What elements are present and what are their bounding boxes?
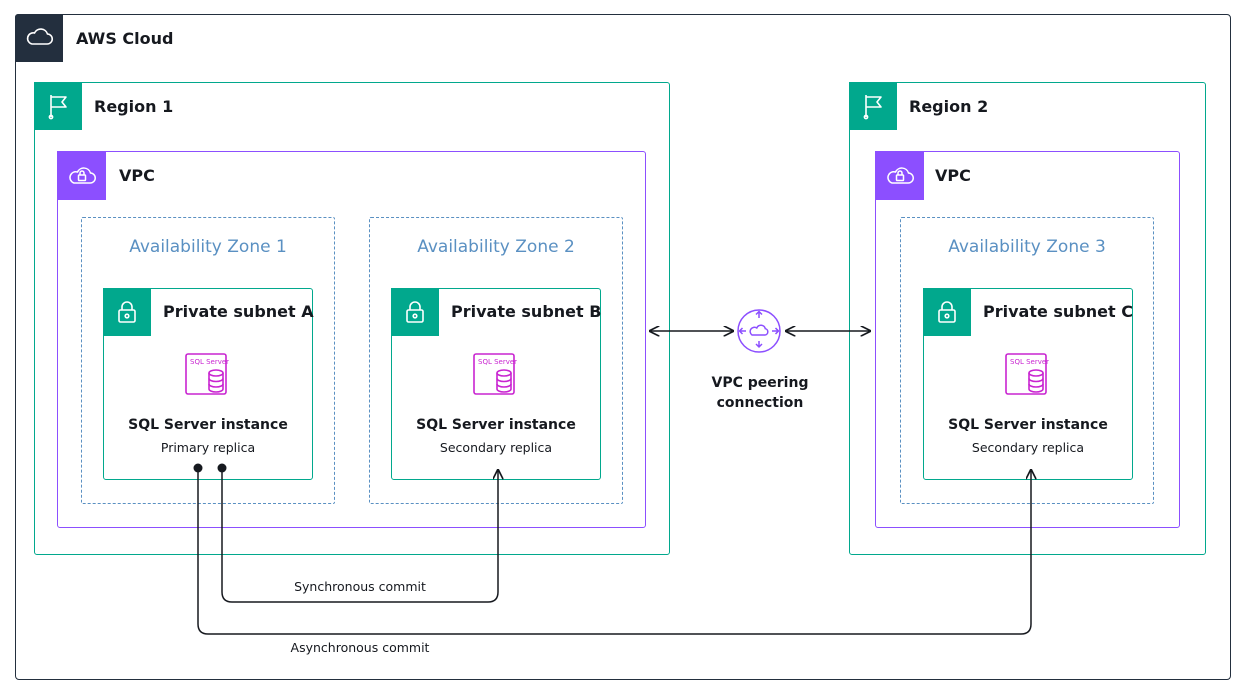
vpc-peering-label: VPC peering connection: [690, 373, 830, 413]
availability-zone-1: Availability Zone 1: [81, 217, 335, 504]
region-1-badge: [34, 82, 82, 130]
vpc-2-label: VPC: [935, 166, 971, 185]
sql-server-b-role: Secondary replica: [439, 440, 553, 455]
sql-server-c-icon: SQL Server: [1004, 352, 1050, 398]
availability-zone-3-label: Availability Zone 3: [948, 237, 1106, 257]
sql-server-a-db-label: SQL Server: [190, 358, 229, 366]
sync-commit-origin: [217, 463, 227, 473]
sql-server-b-db-label: SQL Server: [478, 358, 517, 366]
vpc-1-group: [57, 151, 646, 528]
availability-zone-2-label: Availability Zone 2: [417, 237, 575, 257]
availability-zone-2: Availability Zone 2: [369, 217, 623, 504]
lock-icon: [938, 301, 956, 323]
async-commit-label: Asynchronous commit: [290, 640, 430, 655]
sql-server-a-role: Primary replica: [160, 440, 256, 455]
aws-cloud-label: AWS Cloud: [76, 29, 174, 48]
subnet-c-badge: [923, 288, 971, 336]
region-2-label: Region 2: [909, 97, 989, 116]
async-commit-line: [197, 468, 1031, 635]
region-1-group: [34, 82, 670, 555]
sql-server-b-icon: SQL Server: [472, 352, 518, 398]
private-subnet-b: [391, 288, 601, 480]
vpc-peering-label-line1: VPC peering: [711, 375, 809, 391]
sql-server-b-title: SQL Server instance: [416, 417, 576, 433]
async-commit-origin: [193, 463, 203, 473]
cloud-icon: [26, 28, 54, 45]
private-subnet-c: [923, 288, 1133, 480]
region-1-label: Region 1: [94, 97, 174, 116]
flag-icon: [863, 95, 882, 120]
vpc-1-badge: [57, 151, 106, 200]
aws-cloud-group: [15, 14, 1231, 680]
private-subnet-a: [103, 288, 313, 480]
vpc-1-label: VPC: [119, 166, 155, 185]
sync-commit-label: Synchronous commit: [294, 579, 426, 594]
sql-server-a-icon: SQL Server: [184, 352, 230, 398]
lock-icon: [406, 301, 424, 323]
vpc-2-group: [875, 151, 1180, 528]
availability-zone-3: Availability Zone 3: [900, 217, 1154, 504]
subnet-a-badge: [103, 288, 151, 336]
flag-icon: [48, 95, 67, 120]
subnet-b-badge: [391, 288, 439, 336]
lock-icon: [118, 301, 136, 323]
vpc-peering-icon: [737, 309, 781, 353]
sql-server-a-title: SQL Server instance: [128, 417, 288, 433]
sql-server-c-role: Secondary replica: [971, 440, 1085, 455]
availability-zone-1-label: Availability Zone 1: [129, 237, 287, 257]
sql-server-c-db-label: SQL Server: [1010, 358, 1049, 366]
sql-server-c-title: SQL Server instance: [948, 417, 1108, 433]
subnet-a-label: Private subnet A: [163, 302, 314, 321]
region-2-group: [849, 82, 1206, 555]
subnet-c-label: Private subnet C: [983, 302, 1133, 321]
region-2-badge: [849, 82, 897, 130]
vpc-cloud-lock-icon: [68, 166, 96, 184]
sync-commit-line: [221, 468, 498, 603]
vpc-2-badge: [875, 151, 924, 200]
aws-cloud-badge: [15, 14, 63, 62]
vpc-cloud-lock-icon: [886, 166, 914, 184]
vpc-peering-label-line2: connection: [716, 395, 804, 411]
subnet-b-label: Private subnet B: [451, 302, 602, 321]
